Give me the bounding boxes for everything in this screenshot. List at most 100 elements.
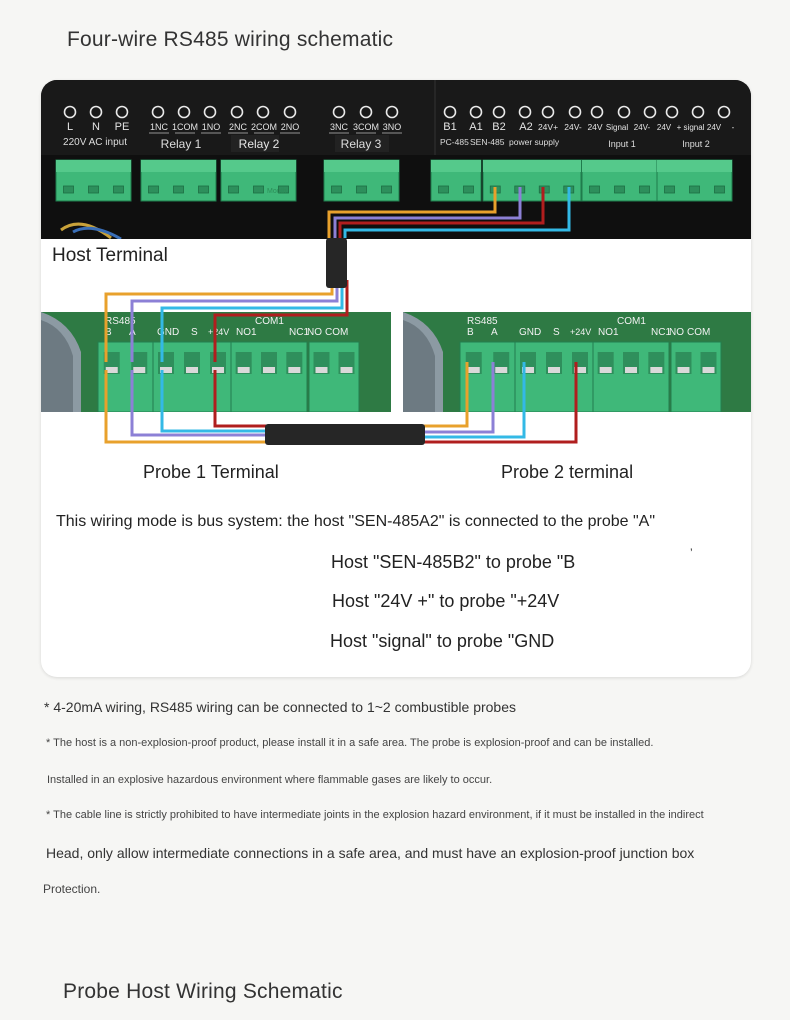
probe-cable-sleeve: [265, 424, 425, 445]
group-box-relay2: [231, 135, 279, 152]
footnote-probes: * 4-20mA wiring, RS485 wiring can be con…: [44, 699, 516, 715]
probe-gnd-label: GND: [157, 327, 179, 338]
probe-terminal-block: [459, 341, 516, 413]
terminal-block: [581, 159, 658, 202]
probe-no1-label: NO1: [236, 327, 257, 338]
probe-b-label: B: [467, 327, 474, 338]
footnote-safe-area: * The host is a non-explosion-proof prod…: [46, 737, 654, 749]
terminal-label-1NO: 1NO: [202, 122, 221, 132]
probe-no1-label: NO1: [598, 327, 619, 338]
terminal-label-Signal: Signal: [606, 123, 628, 132]
terminal-label-24Vm2: 24V-: [634, 123, 651, 132]
terminal-label-3NC: 3NC: [330, 122, 349, 132]
terminal-label-L: L: [67, 121, 73, 133]
terminal-label-1NC: 1NC: [150, 122, 169, 132]
terminal-label-24V: 24V: [587, 122, 602, 132]
terminal-label-dash: -: [732, 123, 735, 132]
terminal-label-B1: B1: [443, 121, 456, 133]
terminal-screw: [469, 105, 483, 119]
group-label-relay2: Relay 2: [239, 137, 280, 151]
terminal-screw: [492, 105, 506, 119]
host-cable-sleeve: [326, 238, 347, 288]
note-b-connection: Host "SEN-485B2" to probe "B: [331, 552, 576, 572]
probe-1-label: Probe 1 Terminal: [143, 462, 279, 482]
terminal-label-3NO: 3NO: [383, 122, 402, 132]
terminal-block: [55, 159, 132, 202]
group-label-pc485: PC-485: [440, 137, 469, 147]
terminal-screw: [717, 105, 731, 119]
terminal-block: [323, 159, 400, 202]
terminal-screw: [590, 105, 604, 119]
terminal-screw: [203, 105, 217, 119]
probe-a-label: A: [491, 327, 498, 338]
terminal-label-PE: PE: [115, 121, 130, 133]
terminal-label-2NO: 2NO: [281, 122, 300, 132]
terminal-label-1COM: 1COM: [172, 122, 198, 132]
terminal-block: [656, 159, 733, 202]
note-signal-connection: Host "signal" to probe "GND: [330, 631, 555, 651]
terminal-block: [220, 159, 297, 202]
probe-gnd-label: GND: [519, 327, 541, 338]
host-terminal-label: Host Terminal: [52, 245, 168, 266]
terminal-screw: [230, 105, 244, 119]
wire-signal-10: [160, 370, 271, 433]
terminal-screw: [359, 105, 373, 119]
terminal-screw: [568, 105, 582, 119]
terminal-block: [430, 159, 482, 202]
footnote-hazard-env: Installed in an explosive hazardous envi…: [47, 774, 493, 786]
terminal-screw: [691, 105, 705, 119]
wire-b-4: [104, 280, 334, 362]
terminal-screw: [332, 105, 346, 119]
footnote-protection: Protection.: [43, 882, 101, 896]
terminal-screw: [665, 105, 679, 119]
top-title: Four-wire RS485 wiring schematic: [67, 28, 394, 51]
probe-no-label: NO: [669, 327, 684, 338]
wire-signal-14: [421, 362, 526, 439]
terminal-screw: [643, 105, 657, 119]
terminal-screw: [518, 105, 532, 119]
terminal-label-signal2: signal: [684, 123, 705, 132]
group-label-ac: 220V AC input: [63, 137, 127, 148]
terminal-screw: [115, 105, 129, 119]
note-bus-system: This wiring mode is bus system: the host…: [56, 513, 656, 530]
probe-24v-label: +24V: [208, 327, 229, 337]
probe-com1-label: COM1: [617, 316, 646, 327]
block-print: Mouth: [267, 188, 287, 195]
terminal-label-B2: B2: [492, 121, 505, 133]
terminal-screw: [177, 105, 191, 119]
group-box-relay3: [335, 135, 389, 152]
terminal-label-2NC: 2NC: [229, 122, 248, 132]
terminal-screw: [385, 105, 399, 119]
bottom-title: Probe Host Wiring Schematic: [63, 980, 343, 1003]
terminal-screw: [443, 105, 457, 119]
group-label-input2: Input 2: [682, 139, 710, 149]
terminal-label-24V2: 24V: [657, 123, 672, 132]
terminal-label-24Vm: 24V-: [564, 122, 582, 132]
terminal-screw: [256, 105, 270, 119]
group-label-sen485: SEN-485: [470, 137, 505, 147]
host-terminal-screws: [63, 105, 731, 119]
terminal-label-plus: +: [677, 123, 682, 132]
terminal-screw: [63, 105, 77, 119]
wire-signal-3: [343, 187, 571, 238]
probe-s-label: S: [553, 327, 560, 338]
terminal-screw: [283, 105, 297, 119]
probe-terminal-block: [230, 341, 308, 413]
wire-24v-2: [338, 187, 545, 238]
wire-a-13: [421, 362, 495, 434]
footnote-cable-joints: * The cable line is strictly prohibited …: [46, 809, 704, 821]
group-label-power: power supply: [509, 137, 560, 147]
terminal-label-N: N: [92, 121, 100, 133]
probe-2-label: Probe 2 terminal: [501, 462, 634, 482]
wire-b-0: [327, 187, 497, 238]
terminal-label-24Vp: 24V+: [538, 122, 558, 132]
probe-nc1-label: NC1: [651, 327, 671, 338]
probe-com1-label: COM1: [255, 316, 284, 327]
wire-24v-7: [213, 280, 349, 362]
group-label-relay1: Relay 1: [161, 137, 202, 151]
probe-terminal-block: [670, 341, 722, 413]
wire-b-12: [421, 362, 469, 428]
probe-terminal-block: [308, 341, 360, 413]
